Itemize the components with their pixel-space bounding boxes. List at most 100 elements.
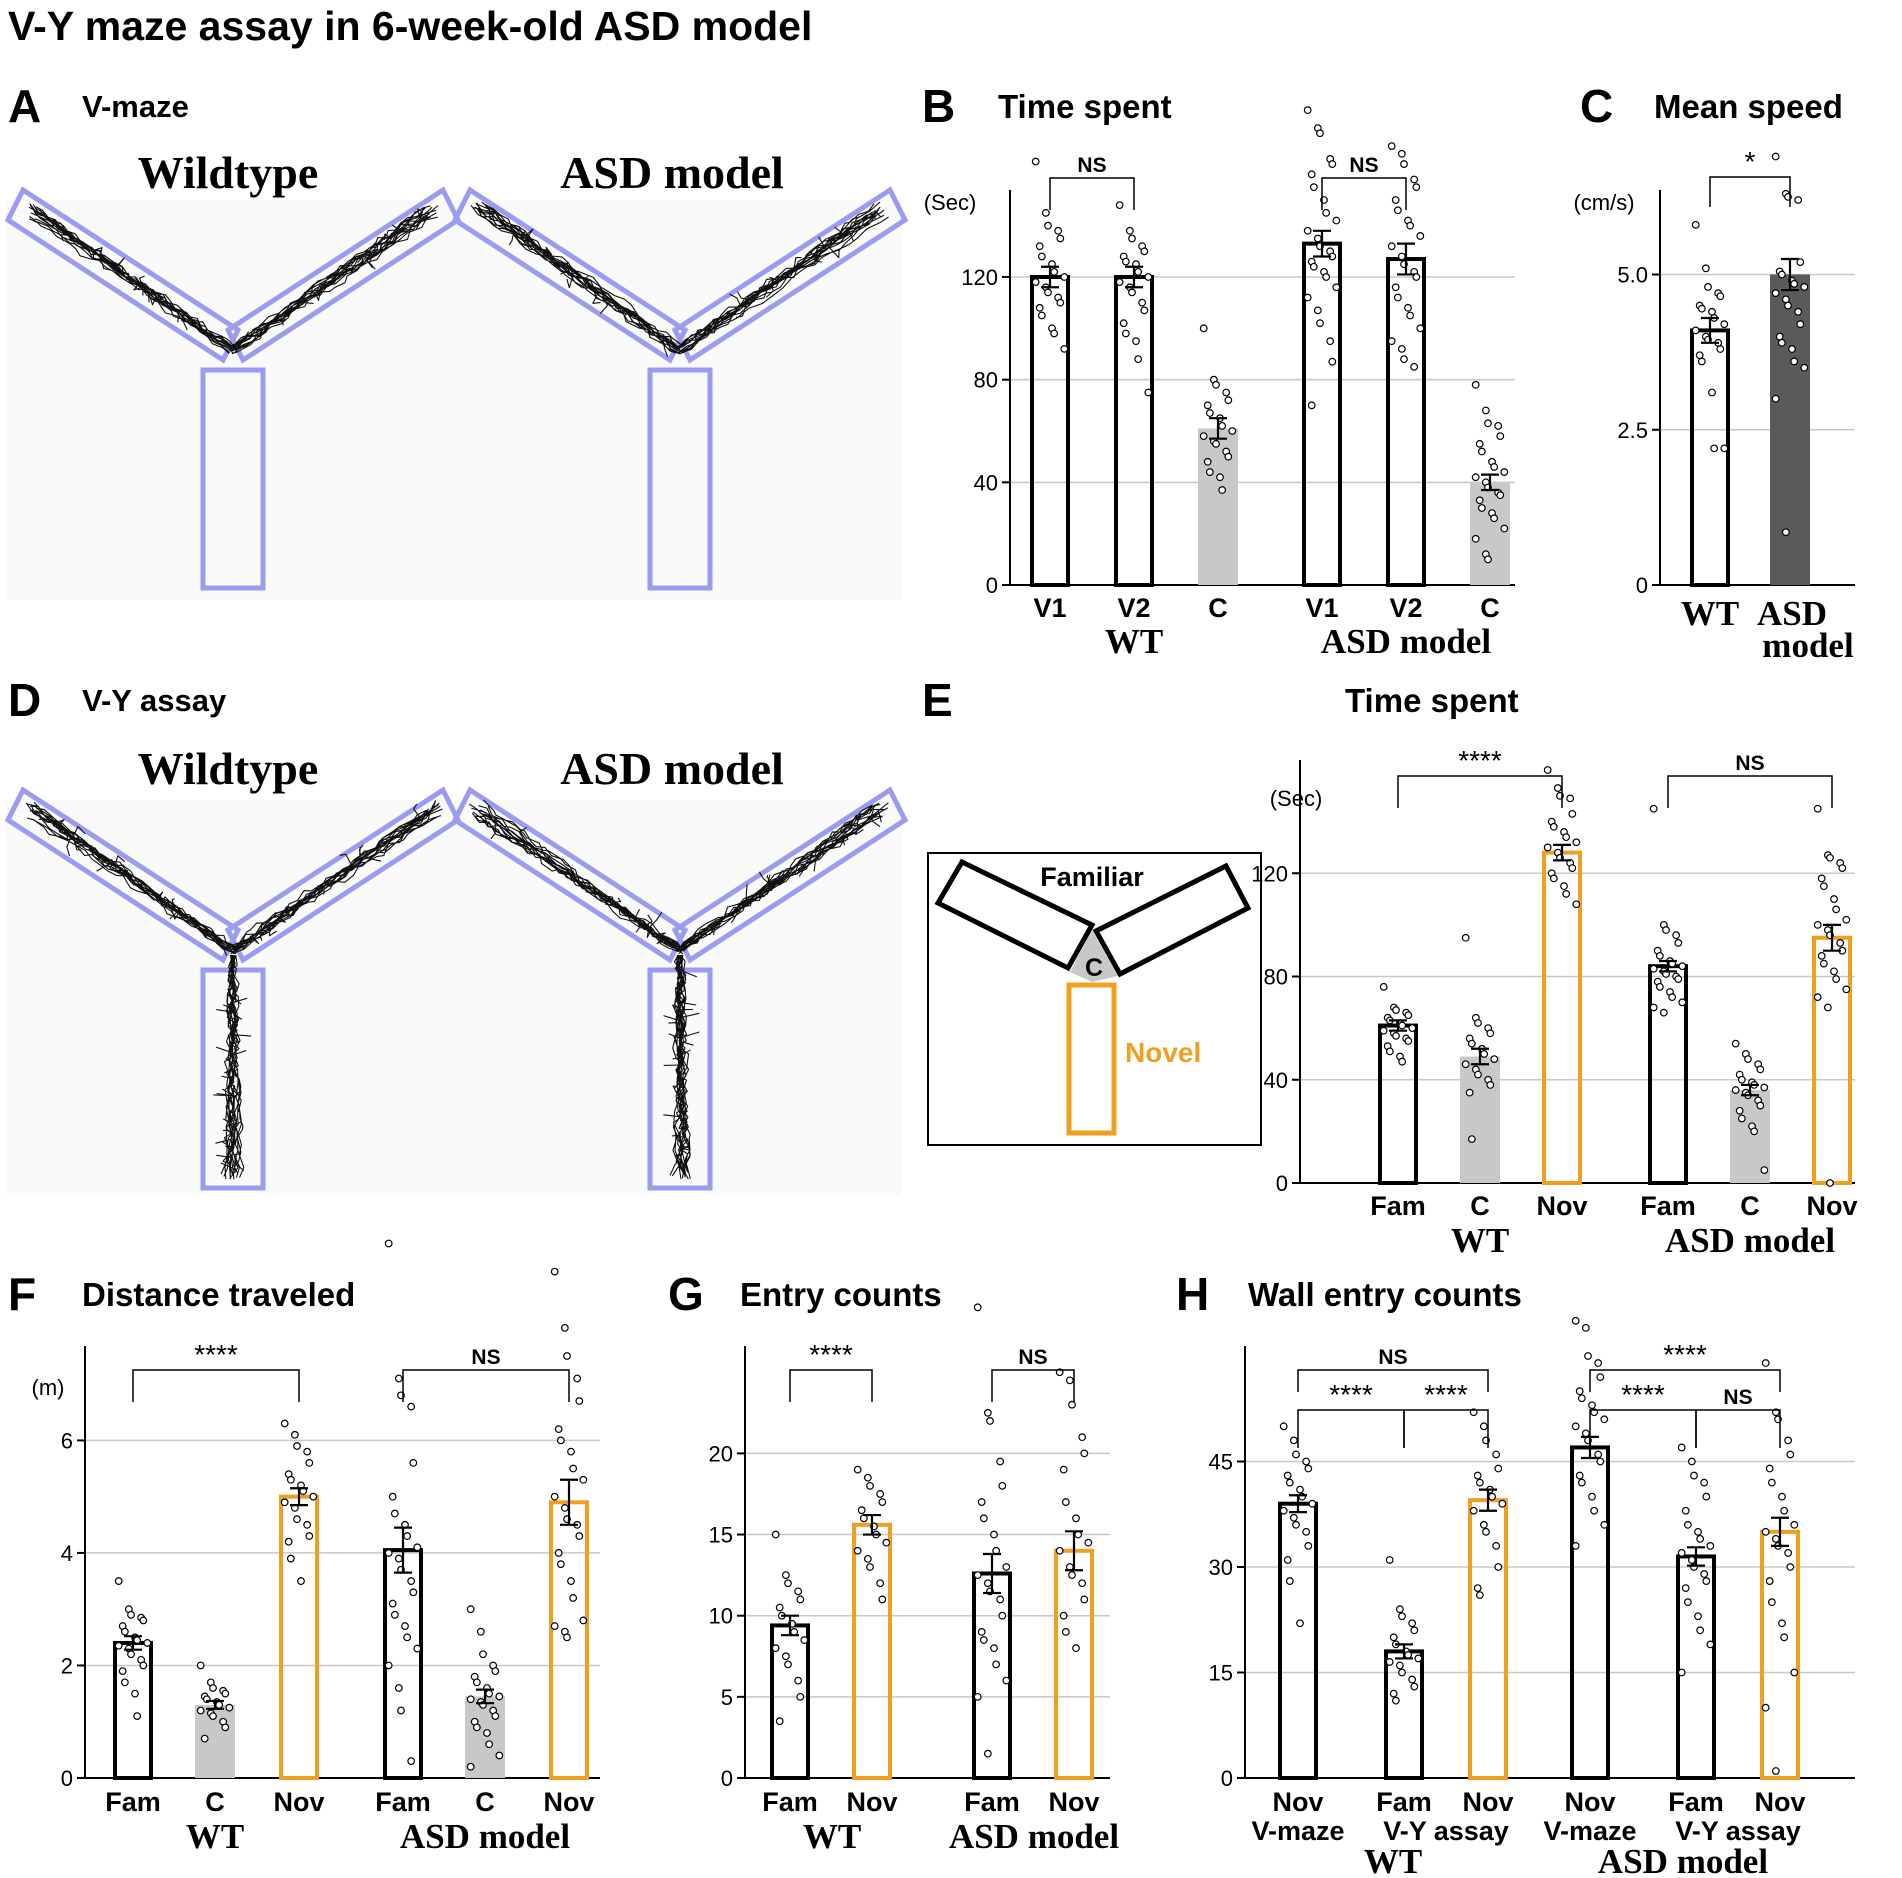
data-point (1395, 1605, 1404, 1614)
data-point (1771, 289, 1780, 298)
data-point (1694, 1527, 1702, 1536)
y-tick-label: 0 (1276, 1171, 1288, 1196)
data-point (1786, 1563, 1795, 1571)
data-point (556, 1560, 565, 1569)
data-point (1581, 1429, 1590, 1438)
data-point (133, 1636, 142, 1645)
data-point (1059, 1465, 1068, 1474)
data-point (1706, 1640, 1715, 1649)
data-point (876, 1490, 885, 1498)
data-point (1302, 1457, 1311, 1466)
data-point (1577, 1478, 1586, 1487)
data-point (1055, 1546, 1064, 1555)
data-point (1292, 1520, 1300, 1529)
data-point (293, 1515, 301, 1524)
y-tick-label: 80 (974, 368, 998, 393)
y-tick-label: 2 (61, 1653, 73, 1678)
data-point (1475, 496, 1484, 505)
data-point (1303, 106, 1312, 115)
data-point (1590, 1506, 1599, 1515)
y-tick-label: 40 (974, 470, 998, 495)
data-point (1571, 1316, 1580, 1325)
y-tick-label: 0 (721, 1766, 733, 1791)
data-point (1720, 320, 1729, 329)
data-point (225, 1703, 234, 1712)
data-point (1480, 1050, 1489, 1058)
data-point (1050, 329, 1059, 338)
x-tick-label: Nov (1536, 1191, 1587, 1221)
y-tick-label: 15 (1209, 1661, 1233, 1686)
group-label: ASD model (400, 1817, 570, 1856)
data-point (495, 1692, 504, 1701)
data-point (1568, 864, 1577, 872)
significance-label: **** (1329, 1379, 1373, 1410)
data-point (1467, 1039, 1476, 1048)
data-point (1720, 444, 1729, 453)
data-point (407, 1402, 416, 1411)
trajectory-trace (470, 201, 889, 357)
data-point (1681, 1584, 1690, 1592)
data-point (1790, 1520, 1799, 1529)
group-label: ASD model (1321, 622, 1491, 661)
data-point (1056, 298, 1065, 307)
asd-model-label: ASD model (560, 147, 784, 198)
data-point (1568, 809, 1577, 818)
data-point (1813, 804, 1822, 813)
data-point (1716, 345, 1725, 353)
data-point (1475, 1591, 1484, 1600)
x-tick-label: Fam (762, 1787, 818, 1817)
data-point (796, 1595, 805, 1604)
data-point (556, 1436, 565, 1445)
data-point (1328, 160, 1337, 168)
y-tick-label: 2.5 (1617, 418, 1648, 443)
data-point (876, 1579, 885, 1588)
bar (1690, 328, 1730, 587)
data-point (998, 1481, 1007, 1490)
data-point (990, 1530, 998, 1539)
data-point (1473, 1471, 1482, 1480)
data-point (1404, 1011, 1413, 1020)
data-point (1784, 301, 1792, 310)
data-point (550, 1267, 559, 1276)
data-point (800, 1636, 809, 1644)
data-point (413, 1644, 422, 1653)
maze-arm-bottom (200, 367, 266, 591)
y-tick-label: 45 (1209, 1450, 1233, 1475)
data-point (1044, 221, 1052, 230)
significance-bracket (1667, 775, 1833, 808)
data-point (1697, 304, 1706, 313)
data-point (1031, 278, 1040, 287)
data-point (1296, 1619, 1304, 1628)
data-point (1285, 1577, 1294, 1585)
data-point (1199, 432, 1208, 441)
data-point (1224, 452, 1233, 461)
data-point (1553, 784, 1562, 792)
data-point (1379, 1026, 1388, 1035)
x-tick-label: Fam (375, 1787, 431, 1817)
data-point (1391, 1696, 1400, 1705)
data-point (1471, 380, 1480, 389)
data-point (1283, 1556, 1292, 1564)
data-point (1796, 258, 1805, 266)
data-point (1002, 1676, 1011, 1685)
data-point (1313, 234, 1322, 243)
data-point (1410, 175, 1419, 184)
data-point (1072, 1514, 1080, 1523)
data-point (293, 1442, 301, 1450)
data-point (1562, 890, 1571, 898)
panel-title: V-maze (82, 89, 189, 124)
significance-label: NS (1349, 154, 1378, 177)
data-point (1134, 267, 1143, 276)
data-point (1708, 388, 1716, 397)
data-point (485, 1689, 494, 1698)
data-point (118, 1667, 127, 1675)
y-tick-label: 0 (1221, 1766, 1233, 1791)
data-point (221, 1689, 230, 1698)
data-point (1389, 1689, 1398, 1698)
data-point (1212, 439, 1220, 448)
data-point (127, 1610, 135, 1619)
data-point (1068, 1400, 1076, 1409)
x-tick-label: Nov (1048, 1787, 1099, 1817)
